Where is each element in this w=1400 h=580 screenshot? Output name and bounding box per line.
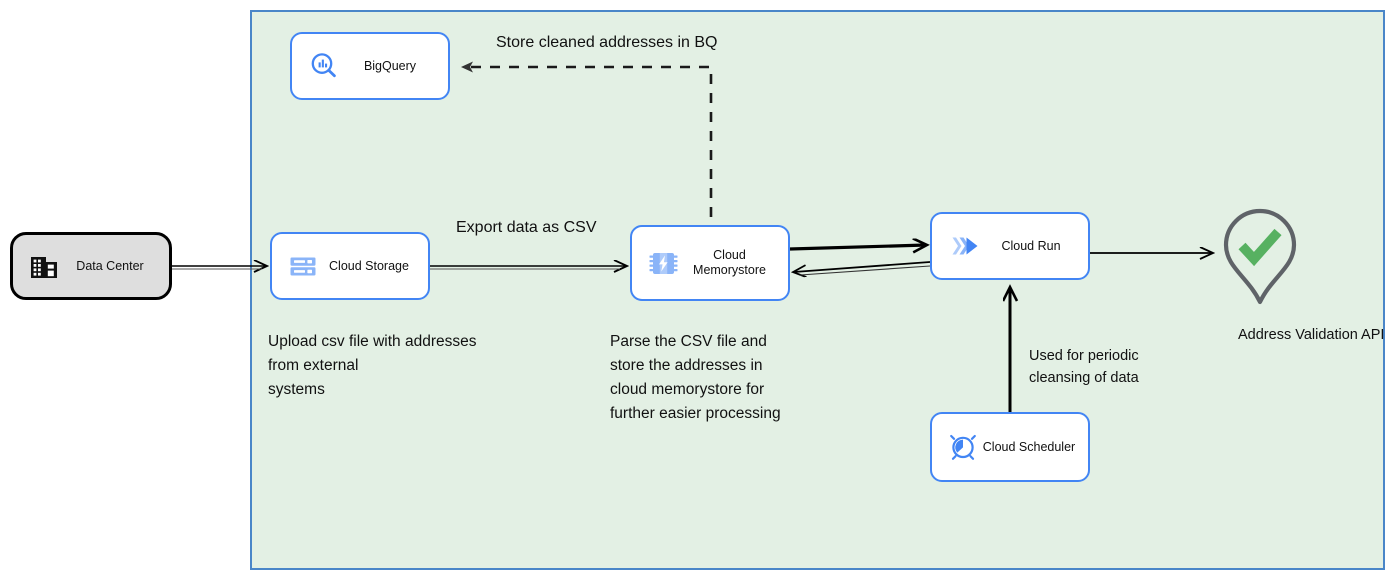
cloud-run-icon: [948, 231, 982, 261]
node-cloud-scheduler-label: Cloud Scheduler: [982, 439, 1076, 454]
node-cloud-storage-label: Cloud Storage: [329, 258, 409, 273]
cloud-scheduler-icon: [948, 432, 978, 462]
node-cloud-run[interactable]: Cloud Run: [930, 212, 1090, 280]
node-cloud-run-label: Cloud Run: [1001, 238, 1061, 253]
node-bigquery-label: BigQuery: [363, 58, 417, 73]
node-address-validation-api-label: Address Validation API: [1238, 327, 1385, 343]
annotation-store-cleaned-addresses: Store cleaned addresses in BQ: [496, 34, 718, 51]
cloud-memorystore-icon: [648, 248, 679, 279]
bigquery-icon: [308, 50, 340, 82]
node-bigquery[interactable]: BigQuery: [290, 32, 450, 100]
node-memorystore[interactable]: Cloud Memorystore: [630, 225, 790, 301]
office-building-icon: [29, 251, 59, 281]
map-pin-check-icon: [1223, 208, 1297, 305]
annotation-upload-csv-file: Upload csv file with addresses from exte…: [268, 333, 477, 399]
node-memorystore-label: Cloud Memorystore: [693, 248, 766, 277]
cloud-storage-icon: [288, 251, 318, 281]
node-data-center[interactable]: Data Center: [10, 232, 172, 300]
annotation-parse-csv-file: Parse the CSV file and store the address…: [610, 333, 781, 423]
node-address-validation-api[interactable]: [1218, 207, 1302, 307]
node-cloud-scheduler[interactable]: Cloud Scheduler: [930, 412, 1090, 482]
node-cloud-storage[interactable]: Cloud Storage: [270, 232, 430, 300]
annotation-export-data-as-csv: Export data as CSV: [456, 219, 597, 236]
cloud-boundary-container: [250, 10, 1385, 570]
annotation-periodic-cleansing: Used for periodic cleansing of data: [1029, 348, 1139, 387]
node-data-center-label: Data Center: [76, 258, 144, 273]
